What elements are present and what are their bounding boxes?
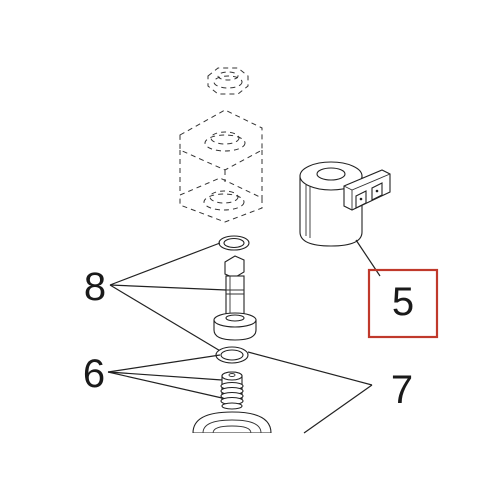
callout-7: 7 (391, 368, 413, 412)
top-nut-dashed (207, 67, 249, 95)
leader-lines-8 (109, 242, 227, 353)
callout-5: 5 (392, 280, 414, 324)
lower-o-ring (215, 346, 249, 364)
highlight-box-part-5 (367, 268, 439, 339)
solenoid-coil (299, 161, 391, 247)
spring-core (220, 371, 244, 410)
callout-8: 8 (84, 265, 106, 309)
leader-lines-7 (247, 351, 373, 434)
valve-seat-partial (180, 411, 290, 443)
leader-lines-6 (107, 354, 223, 399)
valve-body-dashed (179, 109, 263, 223)
upper-o-ring (218, 235, 250, 251)
plunger-armature (213, 255, 257, 341)
callout-6: 6 (83, 352, 105, 396)
